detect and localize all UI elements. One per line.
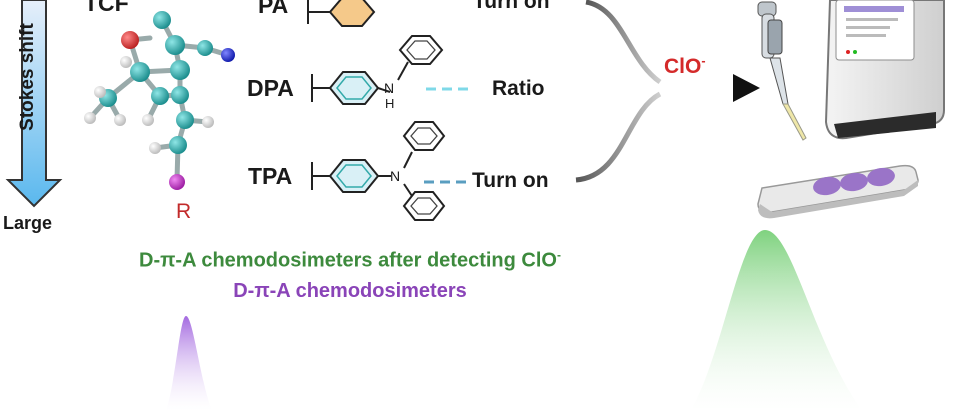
- pa-structure: [307, 0, 376, 27]
- legend-after-text: D-π-A chemodosimeters after detecting Cl…: [139, 249, 557, 272]
- analyte-label: ClO-: [664, 54, 706, 79]
- dpa-nitrogen-label: N: [384, 80, 395, 96]
- stokes-shift-label: Stokes shift: [17, 23, 38, 131]
- mode-bottom-label: Turn on: [472, 169, 549, 192]
- analyte-base: ClO: [664, 55, 702, 78]
- pa-label: PA: [258, 0, 289, 18]
- tpa-structure: [311, 121, 446, 221]
- legend-after-detection: D-π-A chemodosimeters after detecting Cl…: [0, 248, 700, 273]
- tpa-nitrogen-label: N: [390, 168, 401, 184]
- dpa-label: DPA: [247, 75, 294, 101]
- tpa-label: TPA: [248, 163, 293, 189]
- green-emission-peak: [690, 230, 862, 411]
- tcf-molecule-model: [84, 11, 235, 190]
- test-strip-plate-icon: [757, 164, 919, 219]
- r-group-label: R: [176, 200, 192, 223]
- dpa-structure: [311, 35, 444, 105]
- purple-emission-peak: [166, 316, 212, 411]
- mode-ratio-label: Ratio: [492, 77, 545, 100]
- mode-top-label: Turn on: [473, 0, 550, 13]
- analyte-charge: -: [701, 54, 706, 68]
- legend-after-charge: -: [556, 248, 561, 262]
- dpa-hydrogen-label: H: [385, 96, 395, 111]
- converging-arrows: [575, 0, 760, 183]
- pipette-icon: [757, 1, 807, 141]
- tcf-label: TCF: [84, 0, 129, 16]
- legend-before-detection: D-π-A chemodosimeters: [233, 280, 467, 302]
- stokes-shift-arrow: [5, 0, 63, 208]
- handheld-detector-icon: [824, 0, 945, 140]
- large-label: Large: [3, 213, 53, 233]
